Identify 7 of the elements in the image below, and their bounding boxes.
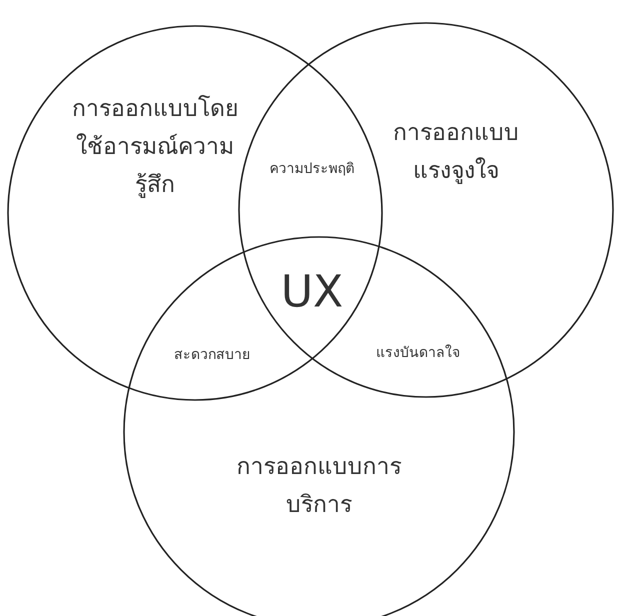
- set-label: การออกแบบโดยใช้อารมณ์ความรู้สึก: [71, 94, 239, 200]
- overlap-label: แรงบันดาลใจ: [376, 344, 460, 363]
- center-label: UX: [280, 266, 344, 318]
- overlap-label: สะดวกสบาย: [174, 346, 250, 365]
- overlap-label: ความประพฤติ: [270, 160, 354, 179]
- set-label: การออกแบบแรงจูงใจ: [392, 119, 520, 186]
- set-label: การออกแบบการบริการ: [236, 453, 402, 520]
